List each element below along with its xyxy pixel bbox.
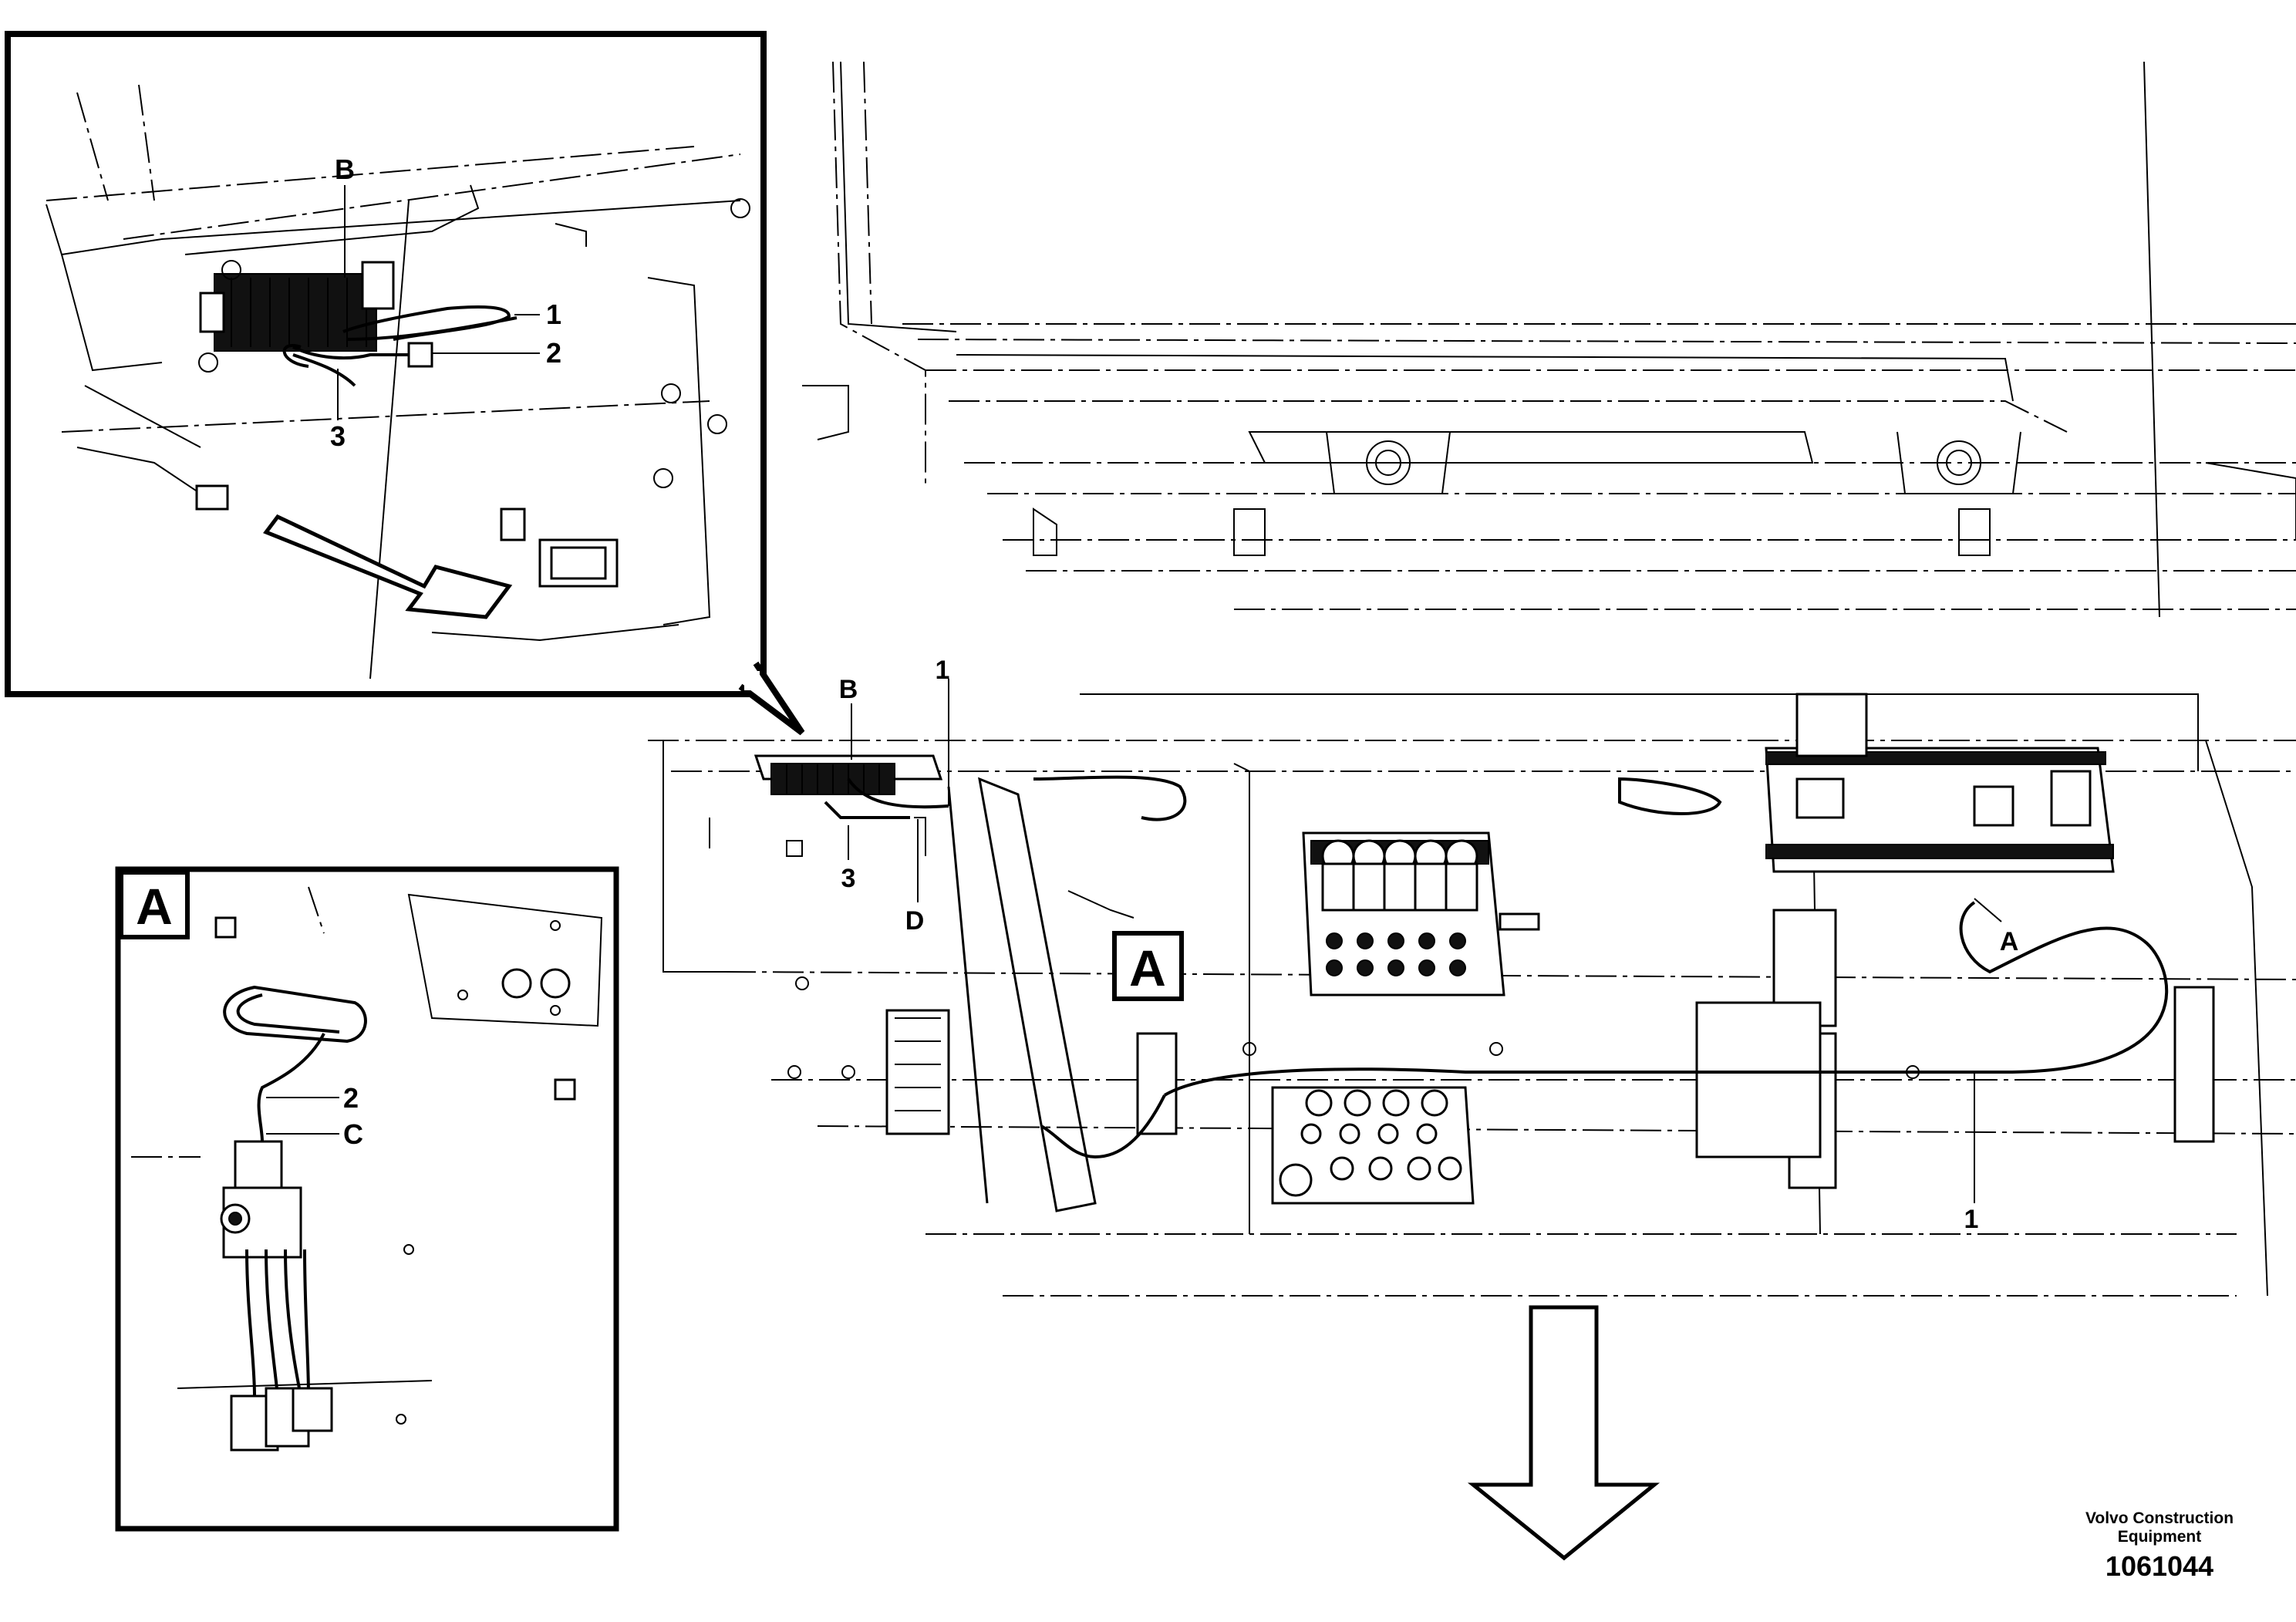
main-label-1-top: 1 (936, 656, 950, 685)
footer: Volvo Construction Equipment 1061044 (2085, 1509, 2234, 1582)
inset2-label-A-box: A (136, 878, 173, 935)
brand-line-2: Equipment (2118, 1528, 2202, 1546)
document-number: 1061044 (2106, 1550, 2213, 1582)
main-assembly (648, 679, 2296, 1297)
control-valve-lower (1271, 1086, 1475, 1205)
inset-direction-arrow-icon (263, 514, 513, 619)
main-label-3: 3 (841, 864, 856, 893)
svg-text:A: A (1129, 939, 1166, 996)
brand-line-1: Volvo Construction (2085, 1509, 2234, 1527)
main-label-D: D (905, 906, 925, 936)
hose-bundle-B-main (754, 754, 949, 857)
upper-frame (802, 61, 2296, 618)
direction-arrow-icon (1467, 1305, 1660, 1561)
junction-box-right (1765, 693, 2115, 873)
inset1-label-1: 1 (546, 298, 561, 330)
detail-inset-B: B 1 2 3 (5, 31, 805, 736)
control-valve-upper (1302, 831, 1540, 996)
main-label-A: A (2000, 927, 2019, 956)
main-label-B: B (839, 675, 858, 704)
view-reference-A-box: A (1112, 931, 1184, 1001)
inset1-label-B: B (335, 153, 355, 185)
main-label-1-bottom: 1 (1964, 1205, 1979, 1234)
detail-inset-A: A 2 C (115, 866, 619, 1532)
inset2-label-2: 2 (343, 1082, 359, 1114)
inset1-label-2: 2 (546, 337, 561, 369)
inset2-label-C: C (343, 1118, 363, 1150)
inset1-label-3: 3 (330, 420, 346, 452)
